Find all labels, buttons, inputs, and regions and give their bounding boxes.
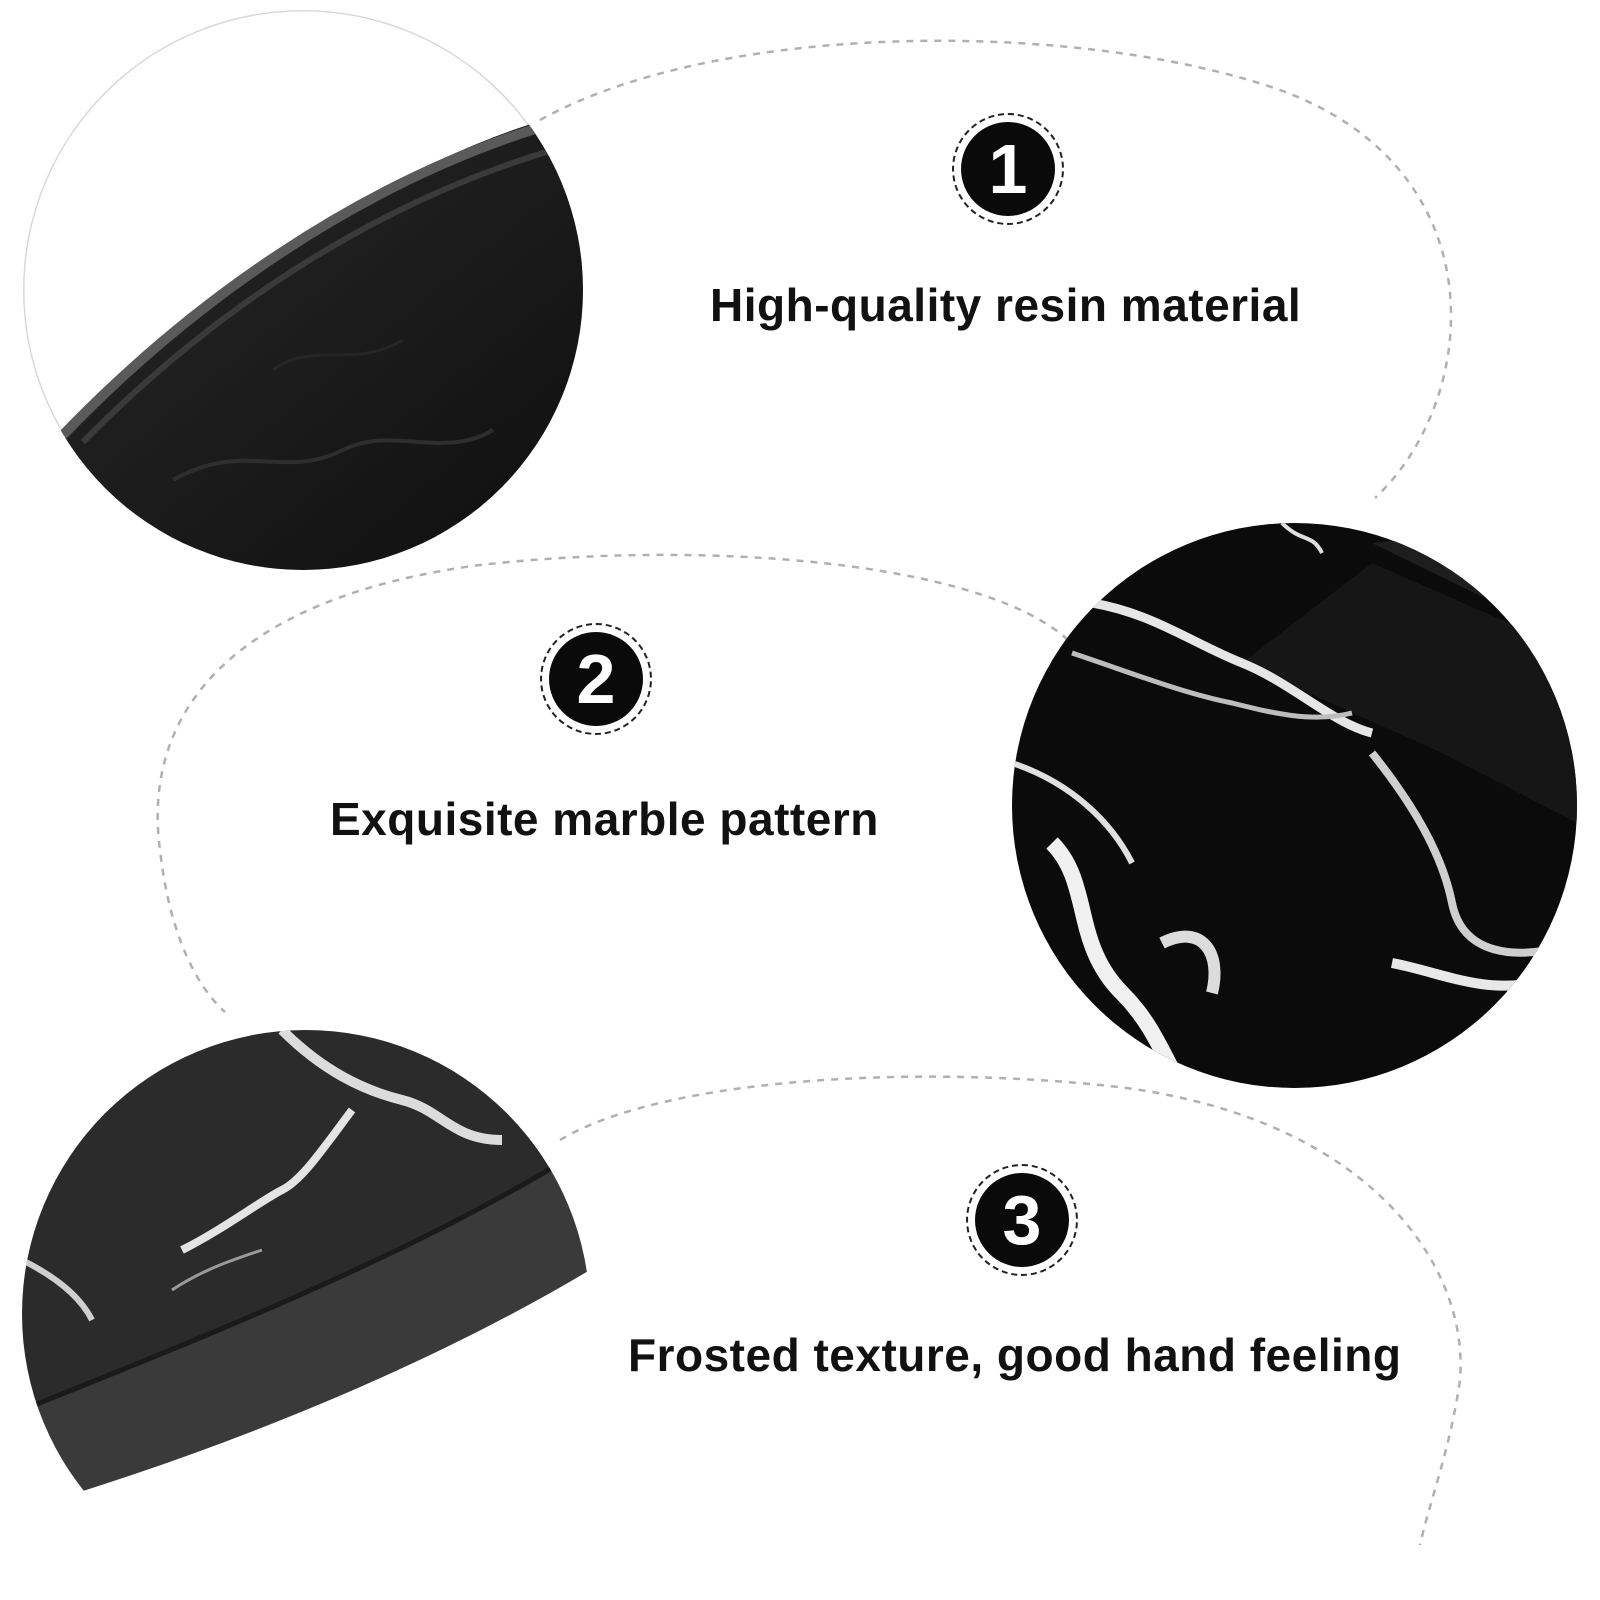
badge-dashed-ring (966, 1164, 1078, 1276)
step-3-badge: 3 (966, 1164, 1078, 1276)
marble-pattern-photo (1012, 523, 1577, 1088)
resin-edge-image (23, 10, 583, 570)
badge-dashed-ring (952, 113, 1064, 225)
step-number: 2 (549, 632, 643, 726)
marble-pattern-image (1012, 523, 1577, 1088)
feature-label-marble: Exquisite marble pattern (330, 793, 879, 845)
dashed-arc-1 (539, 39, 1453, 499)
feature-label-resin: High-quality resin material (710, 279, 1302, 331)
badge-dashed-ring (540, 623, 652, 735)
resin-edge-photo (23, 10, 583, 570)
step-1-badge: 1 (952, 113, 1064, 225)
dashed-arc-3 (559, 1075, 1462, 1546)
step-2-badge: 2 (540, 623, 652, 735)
frosted-edge-image (22, 1030, 590, 1598)
step-number: 1 (961, 122, 1055, 216)
frosted-edge-photo (22, 1030, 590, 1598)
step-number: 3 (975, 1173, 1069, 1267)
dashed-arc-2 (156, 553, 1069, 1013)
feature-label-frosted: Frosted texture, good hand feeling (628, 1329, 1402, 1381)
